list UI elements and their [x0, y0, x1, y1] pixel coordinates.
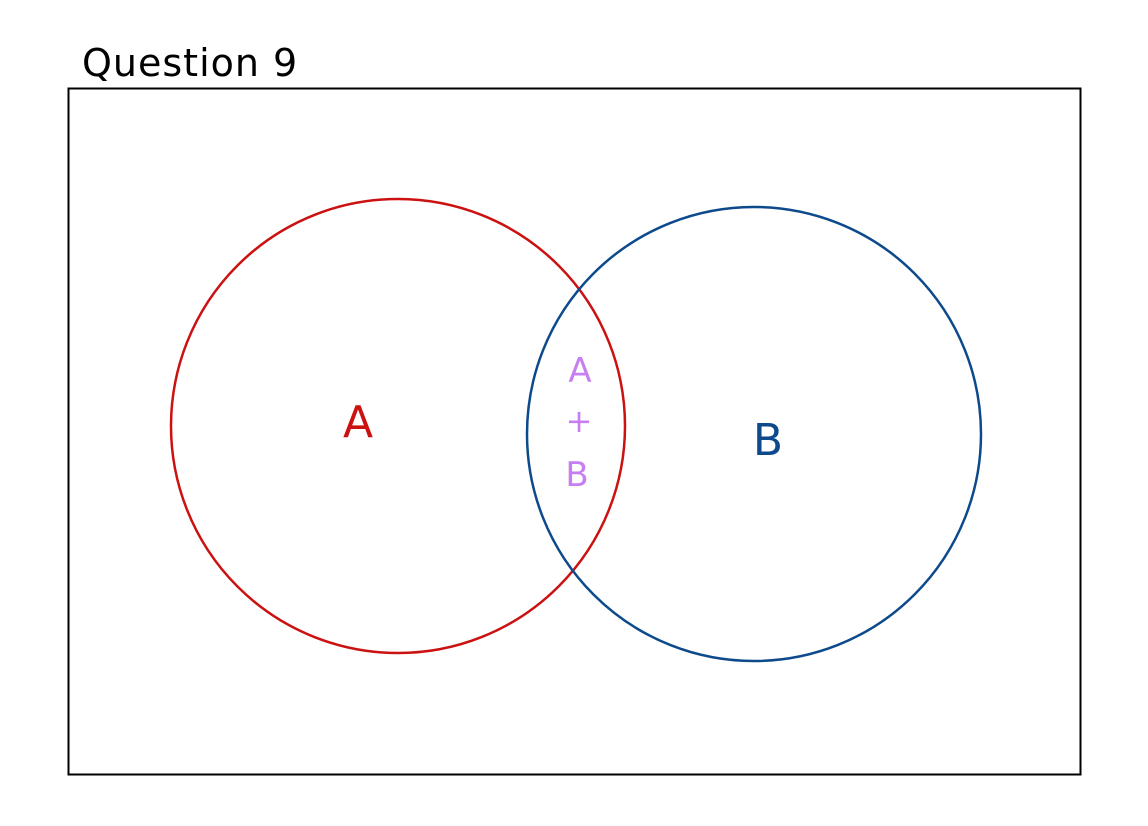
set-b-label: B [753, 415, 783, 466]
intersection-label-line-1: A [568, 351, 591, 391]
intersection-label-line-3: B [565, 455, 588, 495]
set-a-label: A [343, 397, 373, 448]
universal-set-frame [67, 87, 1082, 776]
set-a-circle [169, 197, 627, 655]
question-title: Question 9 [82, 41, 298, 85]
set-b-circle [525, 205, 983, 663]
intersection-label-line-2: + [566, 402, 593, 440]
